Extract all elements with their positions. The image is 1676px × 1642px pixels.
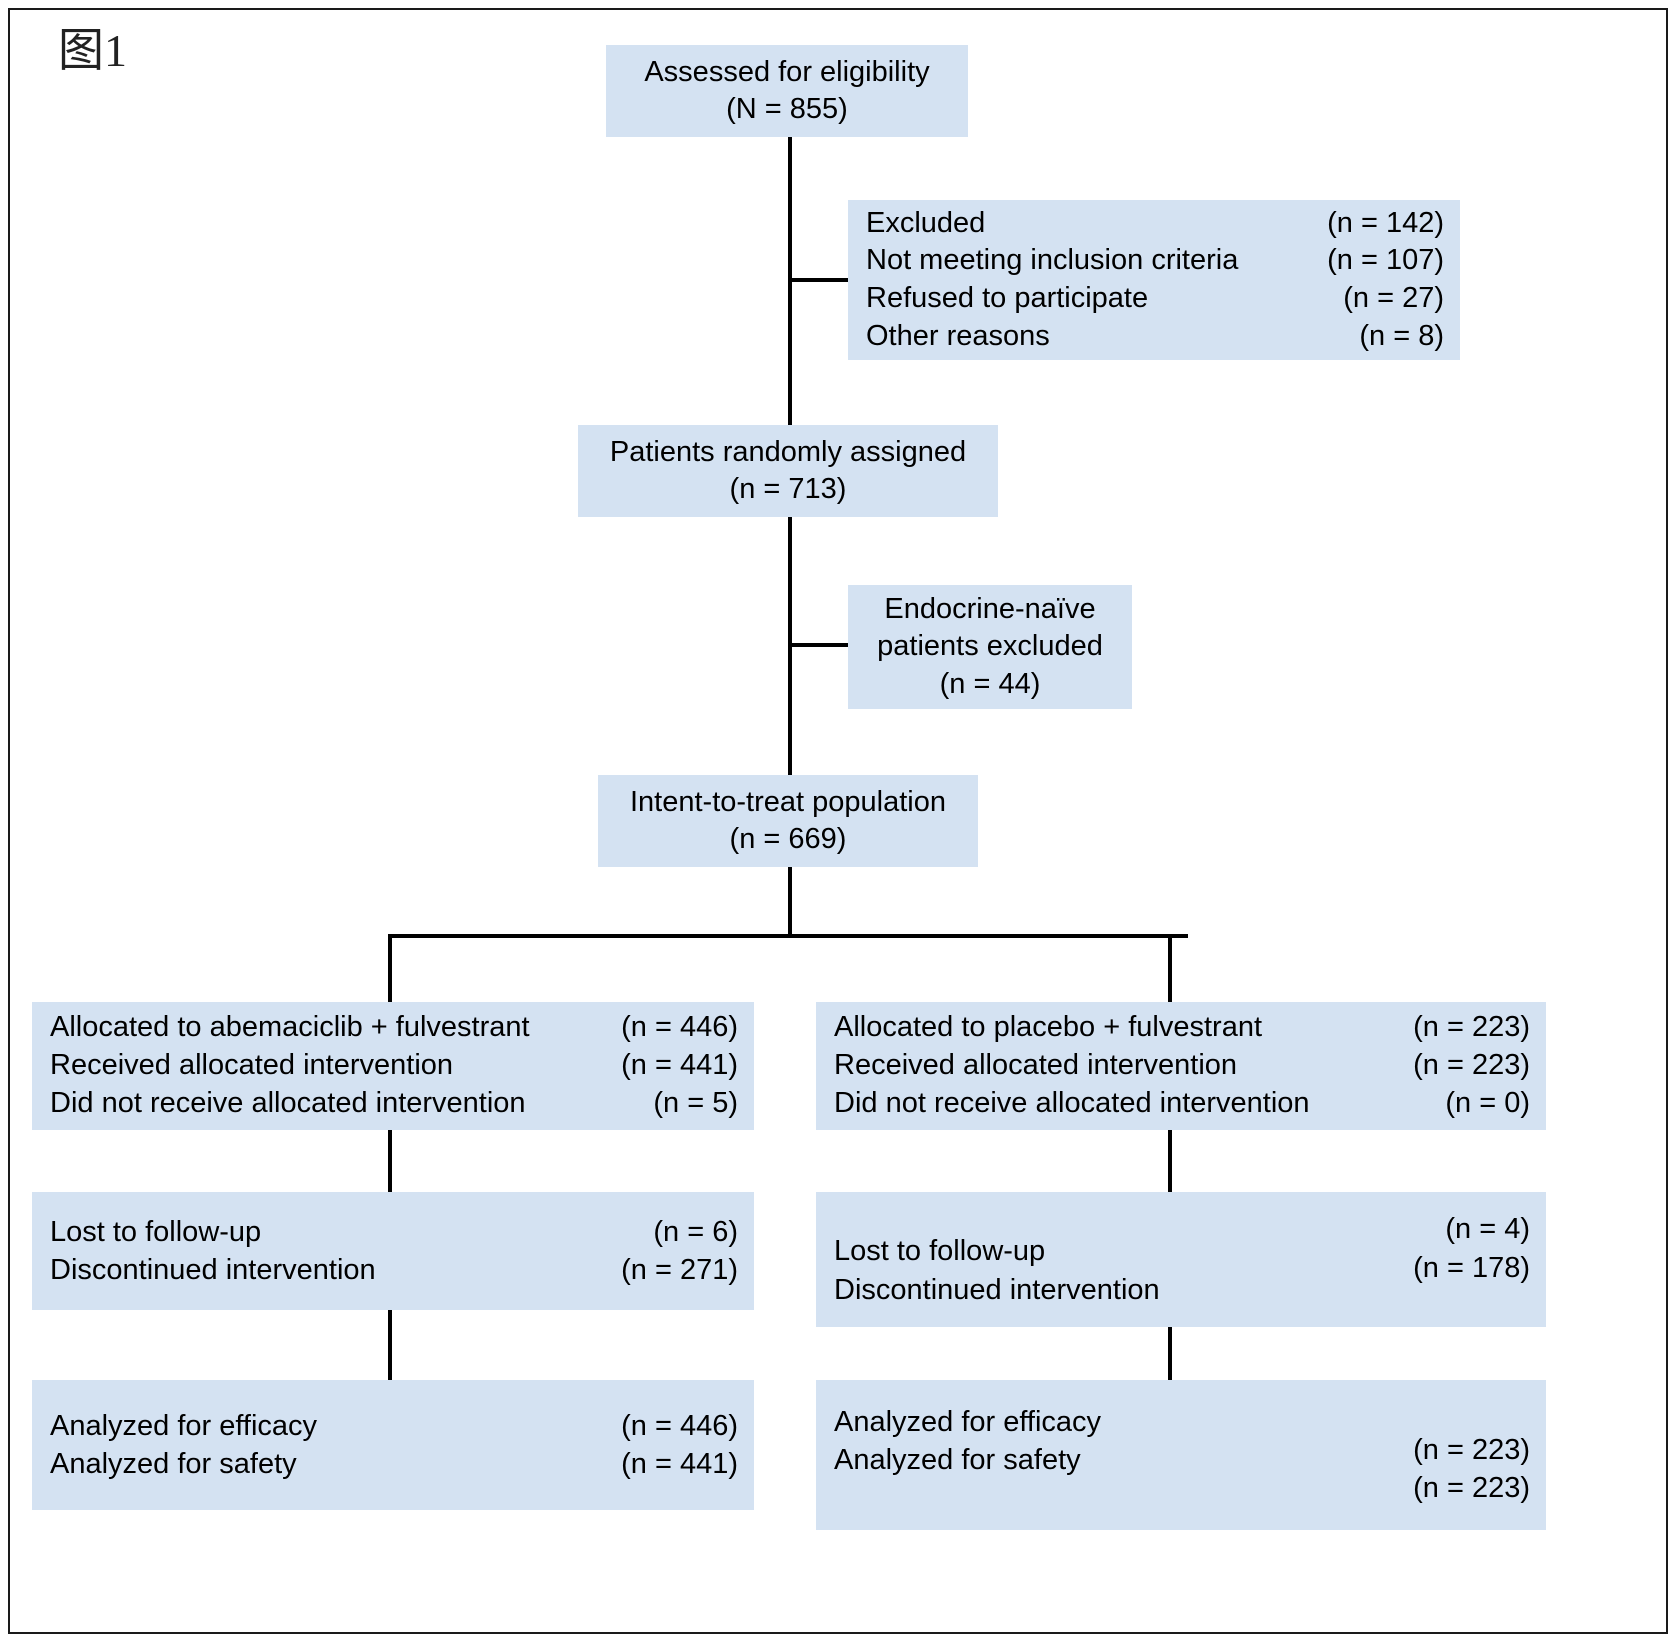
node-right-followup: Lost to follow-up Discontinued intervent… [816,1192,1546,1327]
excluded-row-label: Not meeting inclusion criteria [866,244,1239,277]
right-analysis-values: (n = 223) (n = 223) [1413,1403,1530,1508]
endocrine-excluded-line-3: (n = 44) [939,667,1041,700]
endocrine-excluded-line-2: patients excluded [877,630,1103,663]
right-allocation-row: Received allocated intervention (n = 223… [834,1047,1530,1085]
left-followup-value: (n = 271) [621,1254,738,1286]
left-analysis-value: (n = 441) [621,1448,738,1480]
randomized-line-2: (n = 713) [729,473,847,505]
left-allocation-row: Allocated to abemaciclib + fulvestrant (… [50,1009,738,1047]
right-analysis-value: (n = 223) [1413,1433,1530,1466]
node-intent-to-treat-population: Intent-to-treat population (n = 669) [598,775,978,867]
node-left-analysis: Analyzed for efficacy Analyzed for safet… [32,1380,754,1510]
right-analysis-label: Analyzed for safety [834,1444,1081,1476]
excluded-row-value: (n = 8) [1359,319,1444,352]
right-allocation-row-label: Did not receive allocated intervention [834,1086,1310,1119]
connector-right-followup-to-analysis [1168,1310,1172,1380]
randomized-line-1: Patients randomly assigned [609,435,967,468]
right-analysis-label: Analyzed for efficacy [834,1405,1102,1438]
left-followup-values: (n = 6) (n = 271) [621,1213,738,1290]
assessed-line-2: (N = 855) [726,93,848,125]
left-analysis-values: (n = 446) (n = 441) [621,1407,738,1484]
node-right-analysis: Analyzed for efficacy Analyzed for safet… [816,1380,1546,1530]
right-followup-value: (n = 4) [1445,1213,1530,1246]
node-endocrine-naive-excluded: Endocrine-naïve patients excluded (n = 4… [848,585,1132,709]
left-allocation-row-label: Allocated to abemaciclib + fulvestrant [50,1011,530,1044]
left-analysis-value: (n = 446) [621,1409,738,1442]
connector-left-allocation-to-followup [388,1130,392,1194]
excluded-row-label: Refused to participate [866,282,1149,314]
left-followup-value: (n = 6) [653,1215,738,1248]
excluded-row: Not meeting inclusion criteria (n = 107) [866,242,1444,280]
connector-left-followup-to-analysis [388,1310,392,1380]
right-allocation-row-value: (n = 0) [1445,1086,1530,1119]
right-analysis-labels: Analyzed for efficacy Analyzed for safet… [834,1403,1413,1508]
connector-to-endocrine-excluded [788,643,854,647]
left-analysis-label: Analyzed for efficacy [50,1409,318,1442]
right-allocation-row-label: Received allocated intervention [834,1049,1238,1082]
excluded-row: Excluded (n = 142) [866,205,1444,243]
right-allocation-row: Allocated to placebo + fulvestrant (n = … [834,1009,1530,1047]
right-allocation-row-label: Allocated to placebo + fulvestrant [834,1011,1263,1044]
connector-to-excluded-box [788,278,854,282]
right-followup-label: Lost to follow-up [834,1235,1046,1268]
excluded-row: Refused to participate (n = 27) [866,280,1444,318]
connector-split-right-down [1168,934,1172,1002]
right-followup-label: Discontinued intervention [834,1273,1160,1306]
right-followup-values: (n = 4) (n = 178) [1413,1210,1530,1309]
endocrine-excluded-line-1: Endocrine-naïve [884,593,1096,626]
node-left-allocation: Allocated to abemaciclib + fulvestrant (… [32,1002,754,1130]
left-allocation-row-value: (n = 441) [621,1049,738,1082]
connector-split-left-down [388,934,392,1002]
connector-right-allocation-to-followup [1168,1130,1172,1194]
node-assessed-for-eligibility: Assessed for eligibility (N = 855) [606,45,968,137]
figure-label: 图1 [58,25,127,76]
excluded-row-label: Other reasons [866,319,1050,352]
left-allocation-row-value: (n = 446) [621,1011,738,1044]
excluded-row-label: Excluded [866,206,986,239]
excluded-row-value: (n = 142) [1327,206,1444,239]
connector-allocation-split [388,934,1188,938]
connector-randomized-to-itt [788,517,792,777]
left-followup-label: Discontinued intervention [50,1254,376,1286]
excluded-row: Other reasons (n = 8) [866,318,1444,356]
right-followup-labels: Lost to follow-up Discontinued intervent… [834,1210,1413,1309]
figure-border [8,8,1668,1634]
left-followup-labels: Lost to follow-up Discontinued intervent… [50,1213,621,1290]
itt-line-1: Intent-to-treat population [630,785,946,818]
right-allocation-row: Did not receive allocated intervention (… [834,1085,1530,1123]
left-allocation-row: Received allocated intervention (n = 441… [50,1047,738,1085]
right-followup-value: (n = 178) [1413,1251,1530,1284]
left-followup-label: Lost to follow-up [50,1215,262,1248]
left-allocation-row-label: Received allocated intervention [50,1049,454,1082]
right-allocation-row-value: (n = 223) [1413,1049,1530,1082]
node-left-followup: Lost to follow-up Discontinued intervent… [32,1192,754,1310]
node-patients-randomly-assigned: Patients randomly assigned (n = 713) [578,425,998,517]
left-allocation-row-label: Did not receive allocated intervention [50,1086,526,1119]
right-analysis-value: (n = 223) [1413,1472,1530,1504]
excluded-row-value: (n = 107) [1327,244,1444,277]
node-right-allocation: Allocated to placebo + fulvestrant (n = … [816,1002,1546,1130]
left-allocation-row: Did not receive allocated intervention (… [50,1085,738,1123]
left-analysis-label: Analyzed for safety [50,1448,297,1480]
right-allocation-row-value: (n = 223) [1413,1011,1530,1044]
left-allocation-row-value: (n = 5) [653,1086,738,1119]
node-excluded: Excluded (n = 142) Not meeting inclusion… [848,200,1460,360]
excluded-row-value: (n = 27) [1343,282,1444,314]
connector-itt-down [788,866,792,936]
itt-line-2: (n = 669) [729,823,847,855]
left-analysis-labels: Analyzed for efficacy Analyzed for safet… [50,1407,621,1484]
assessed-line-1: Assessed for eligibility [644,55,930,88]
